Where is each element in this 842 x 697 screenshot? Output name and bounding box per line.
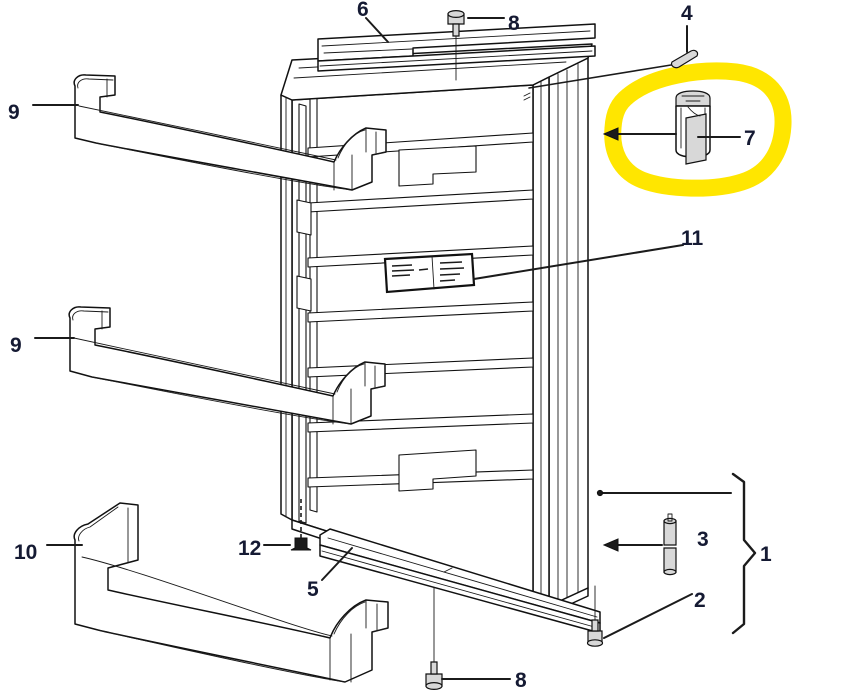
retainer-clip-lower (296, 275, 312, 312)
top-trim-rail-group (317, 23, 596, 72)
bottom-trim-rail-line-c (443, 567, 453, 573)
leader-line-11 (473, 244, 684, 280)
lower-bin-hook-detail (333, 601, 366, 635)
hinge-screw-shank (591, 619, 599, 632)
bottom-trim-rail-line-b (321, 550, 599, 629)
door-assembly-group (280, 43, 593, 615)
door-top-notch (523, 92, 531, 101)
middle-bin-front-edge (91, 376, 352, 425)
lower-bin-inner-lip (78, 506, 119, 542)
door-top-face-line-a (293, 61, 567, 79)
upper-door-bin-group (73, 74, 387, 191)
middle-bin-tab (364, 361, 376, 388)
callout-number-2: 2 (694, 589, 706, 612)
roller-hook-detail (687, 106, 701, 117)
middle-bin-body (68, 306, 386, 425)
middle-bin-hook-detail (336, 363, 365, 393)
bottom-trim-rail-line-a (327, 537, 598, 618)
hinge-pin-bottom-cap (663, 568, 677, 576)
dowel-pin-4-group (670, 49, 699, 69)
dowel-pin-body (670, 49, 699, 69)
callout-number-8a: 8 (508, 12, 520, 35)
assembly-brace-group (731, 472, 757, 635)
assembly-brace-1 (731, 472, 757, 635)
top-screw-shank (452, 23, 460, 37)
middle-door-bin-group (68, 306, 386, 425)
upper-bin-tab (365, 127, 377, 154)
rating-label-11-group (383, 252, 476, 294)
lower-bin-right-face (329, 627, 389, 683)
plug-grommet-12-group (290, 498, 312, 551)
plug-grommet-body (290, 537, 312, 551)
hinge-screw-head-bottom (586, 639, 604, 647)
callout-number-9a: 9 (8, 101, 20, 124)
callout-number-1: 1 (760, 543, 772, 566)
callout-number-5: 5 (307, 578, 319, 601)
middle-bin-rim-line (73, 337, 336, 395)
upper-bin-rim-line (78, 105, 337, 161)
callout-numbers-group: 9 9 10 6 8 8 4 7 11 12 5 3 2 1 (8, 0, 772, 692)
hinge-pin-stud (667, 513, 673, 522)
rating-label-divider (431, 255, 435, 290)
middle-bin-inner-lip (72, 310, 109, 321)
middle-bin-right-face (332, 385, 386, 425)
callout-number-10: 10 (14, 541, 37, 564)
top-trim-rail-line-b (323, 48, 413, 54)
roller-front-block (685, 113, 707, 165)
callout-number-12: 12 (238, 537, 261, 560)
lower-bin-front-edge (97, 629, 346, 683)
leader-line-4-to-door (528, 64, 672, 89)
leader-arrow-3 (602, 538, 619, 552)
upper-bin-hook-detail (337, 129, 366, 159)
retainer-clip-upper (296, 199, 312, 236)
hinge-screw-2-group (586, 585, 604, 647)
callout-number-7: 7 (744, 127, 756, 150)
leader-line-5 (321, 547, 353, 581)
upper-bin-body (73, 74, 387, 191)
roller-cap-top (675, 90, 711, 107)
roller-cap-detail (681, 95, 705, 102)
rating-label-microtext (391, 261, 465, 282)
ledge-6 (307, 413, 534, 433)
callout-number-11: 11 (681, 227, 704, 250)
leader-lines-group (32, 17, 741, 680)
leader-line-6 (365, 17, 389, 43)
hinge-pin-lower (663, 547, 677, 573)
leader-line-2 (603, 593, 693, 639)
roller-part-7-group (675, 90, 711, 165)
top-screw-head-top (447, 10, 465, 19)
hinge-pin-3-group (663, 513, 677, 576)
bottom-screw-8-group (425, 587, 443, 690)
leader-dot-1 (596, 489, 604, 497)
bottom-screw-head-bottom (425, 681, 443, 690)
bottom-trim-rail-5 (319, 528, 601, 624)
hinge-pin-upper (663, 520, 677, 546)
lower-door-bin-group (73, 502, 389, 683)
callout-number-8b: 8 (515, 669, 527, 692)
callout-number-9b: 9 (10, 334, 22, 357)
bottom-screw-shank (430, 661, 438, 675)
upper-bin-right-face (333, 151, 387, 191)
lower-bin-tab (365, 599, 378, 631)
leader-arrow-7 (602, 127, 619, 141)
callout-number-3: 3 (697, 528, 709, 551)
top-screw-8-group (447, 10, 465, 81)
callout-number-6: 6 (357, 0, 369, 21)
upper-bin-inner-lip (77, 78, 114, 89)
callout-number-4: 4 (681, 2, 693, 25)
door-right-side-face (548, 57, 589, 607)
ledge-4 (307, 301, 534, 323)
lower-bin-rim-line (81, 556, 333, 637)
rating-label-outline (383, 252, 476, 294)
liner-inset-panel-lower (398, 449, 477, 492)
upper-bin-front-edge (95, 142, 353, 191)
liner-inset-panel-upper (398, 145, 477, 187)
